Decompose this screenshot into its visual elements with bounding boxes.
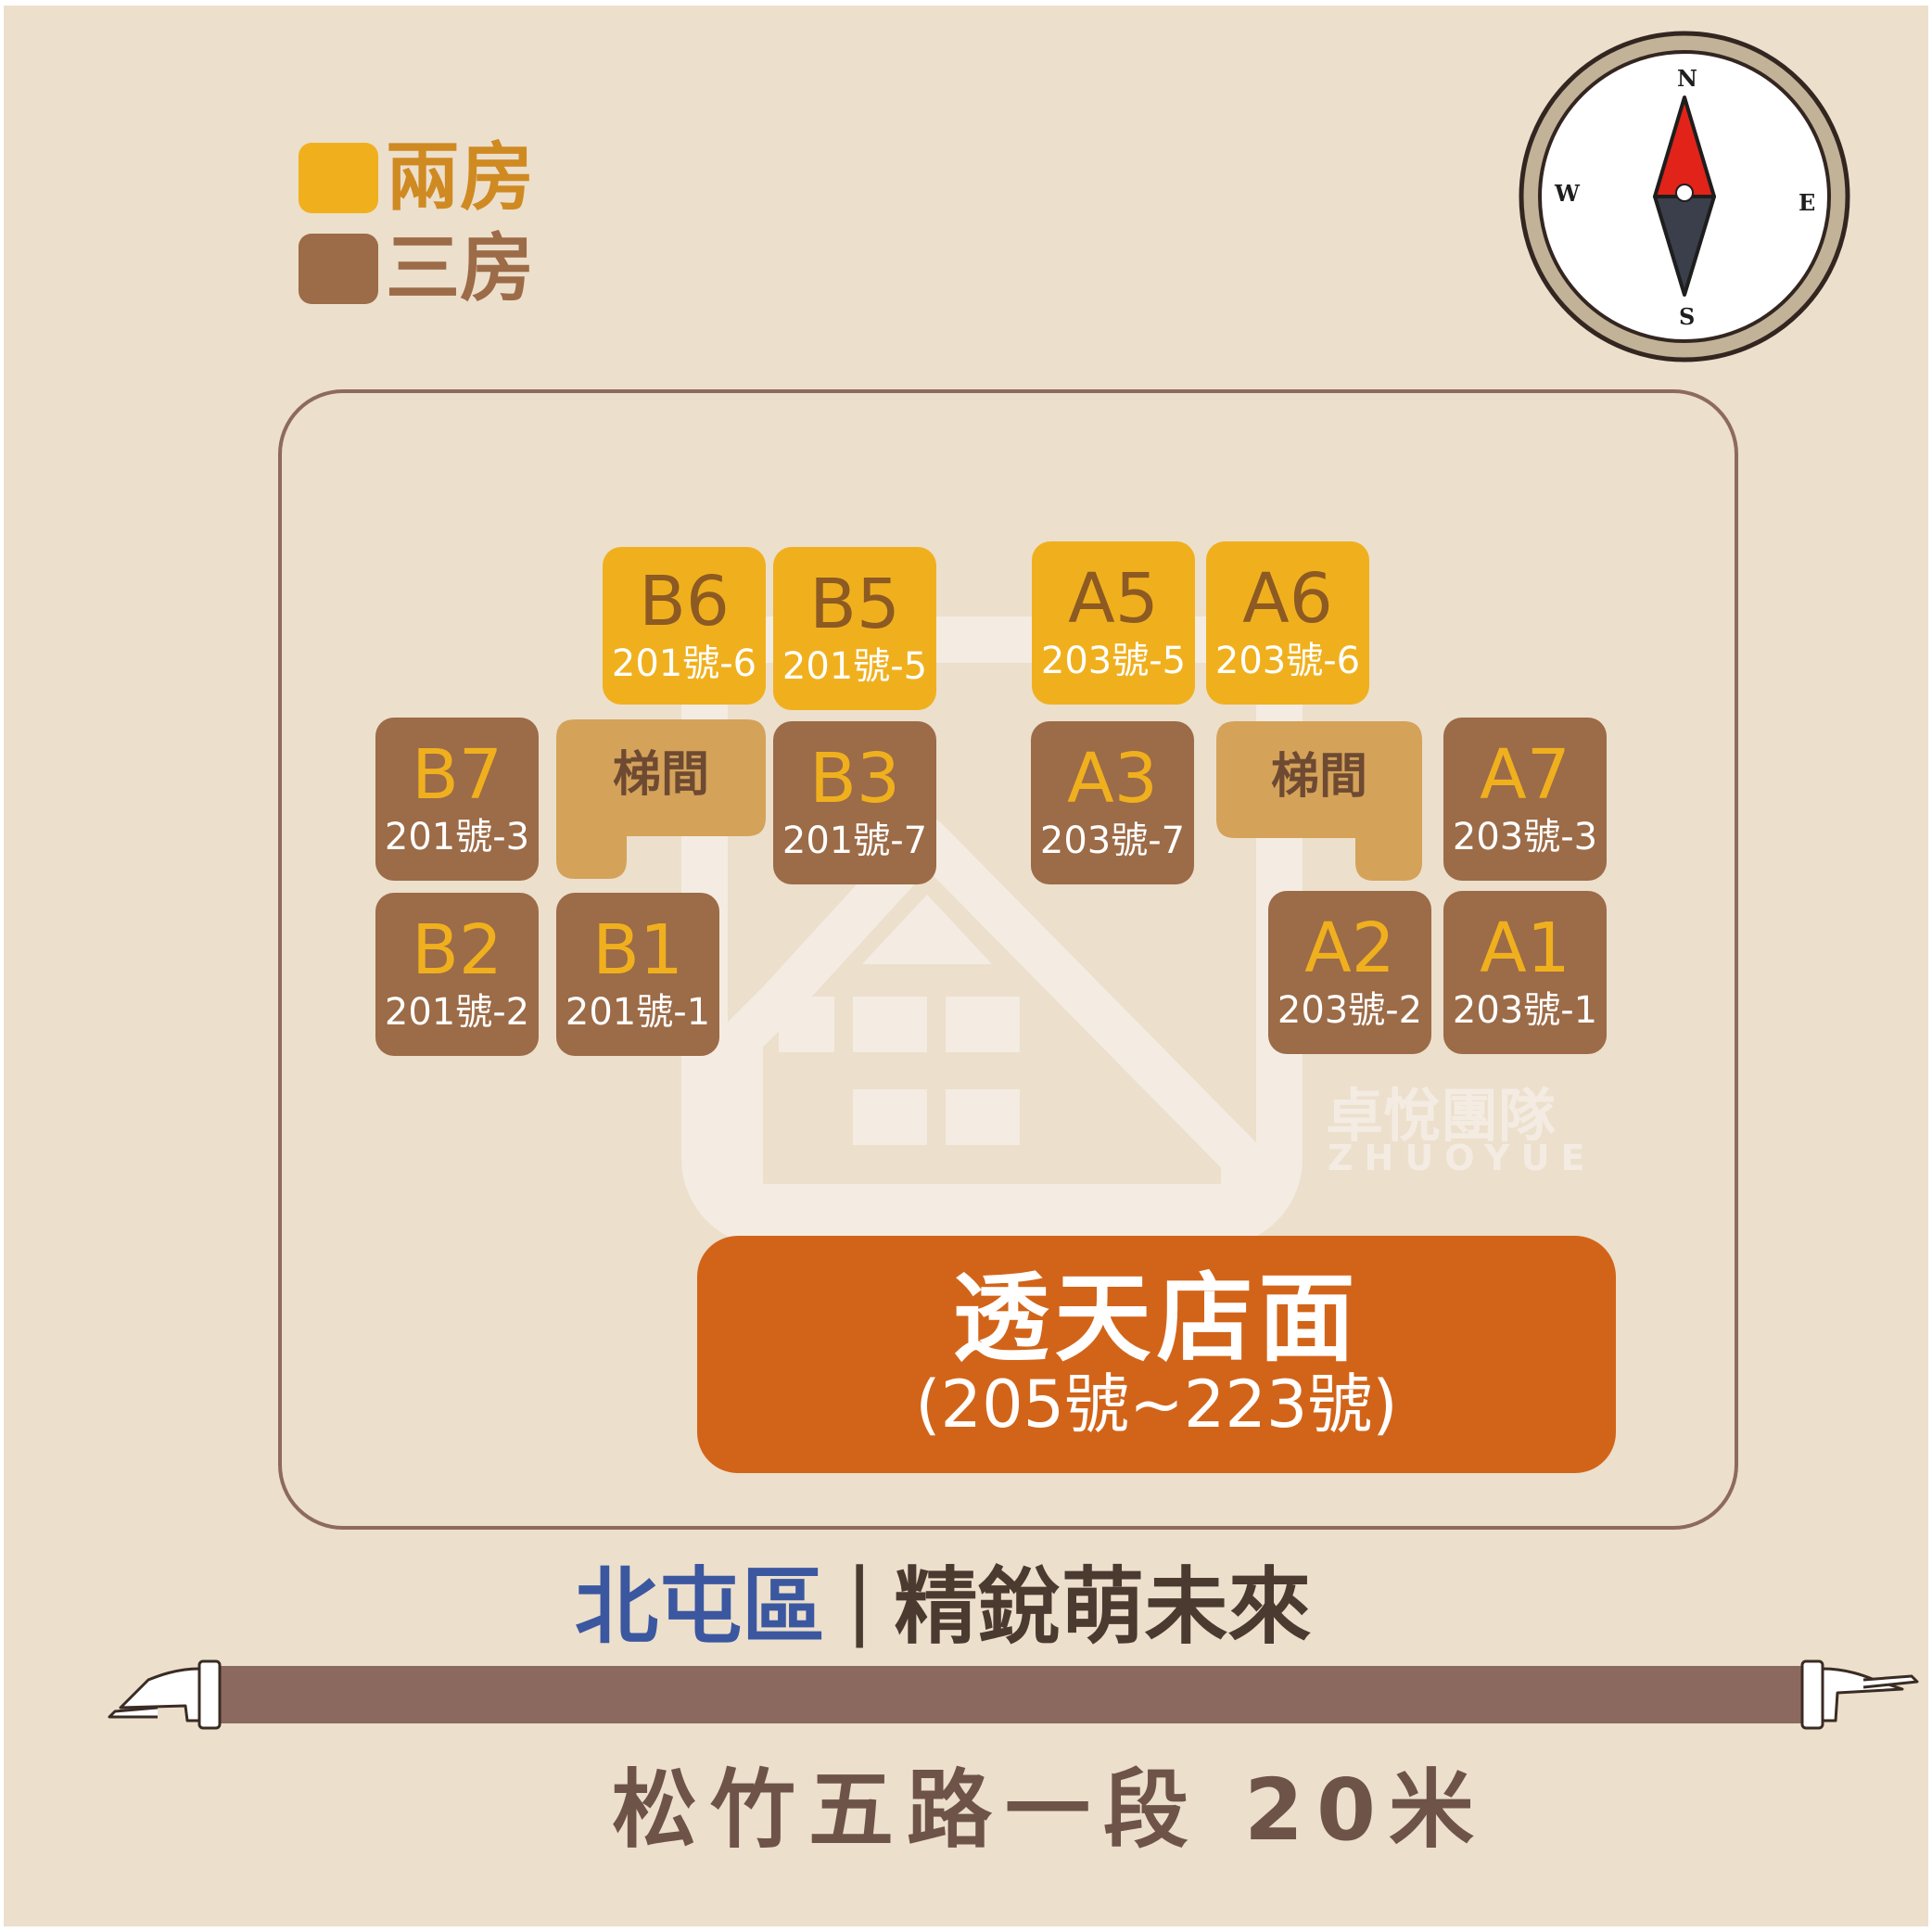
legend-label-three-room: 三房 (386, 225, 534, 311)
unit-a7[interactable]: A7 203號-3 (1443, 718, 1607, 881)
unit-a1[interactable]: A1 203號-1 (1443, 891, 1607, 1054)
storefront-block[interactable]: 透天店面 (205號~223號) (697, 1236, 1616, 1473)
legend-label-two-room: 兩房 (386, 134, 534, 221)
watermark-english: ZHUOYUE (1328, 1138, 1596, 1178)
unit-b7[interactable]: B7 201號-3 (375, 718, 539, 881)
project-separator: | (845, 1550, 874, 1648)
unit-code: A1 (1480, 909, 1570, 988)
compass-south-label: S (1679, 303, 1695, 330)
unit-b5[interactable]: B5 201號-5 (773, 547, 936, 710)
unit-number: 203號-1 (1452, 989, 1598, 1032)
unit-b3[interactable]: B3 201號-7 (773, 721, 936, 884)
storefront-range: (205號~223號) (915, 1366, 1398, 1443)
storefront-title: 透天店面 (952, 1261, 1361, 1375)
legend-three-room: 三房 (299, 232, 534, 306)
unit-code: B5 (809, 565, 900, 644)
unit-code: A7 (1480, 735, 1570, 815)
compass-north-label: N (1677, 65, 1697, 92)
legend-two-room: 兩房 (299, 141, 534, 215)
unit-a2[interactable]: A2 203號-2 (1268, 891, 1431, 1054)
unit-code: B1 (592, 910, 683, 990)
unit-number: 203號-2 (1277, 989, 1423, 1032)
unit-a5[interactable]: A5 203號-5 (1032, 541, 1195, 705)
unit-code: A2 (1304, 909, 1395, 988)
unit-code: A6 (1242, 559, 1333, 639)
unit-number: 203號-3 (1452, 816, 1598, 858)
unit-number: 203號-7 (1039, 820, 1186, 862)
stairwell-right-label: 梯間 (1270, 749, 1367, 805)
right-pointing-hand-icon (1800, 1659, 1919, 1730)
project-name: 精銳萌未來 (894, 1558, 1312, 1656)
unit-number: 201號-1 (565, 991, 711, 1034)
unit-number: 201號-5 (782, 645, 928, 688)
legend-swatch-two-room (299, 143, 378, 213)
site-boundary (278, 389, 1738, 1530)
road-bar (211, 1666, 1808, 1723)
road-name: 松竹五路一段 20米 (612, 1760, 1488, 1860)
watermark-chinese: 卓悅團隊 (1326, 1082, 1556, 1150)
compass-icon: N S E W (1519, 31, 1850, 362)
stairwell-left-label: 梯間 (612, 747, 709, 803)
unit-number: 201號-6 (611, 642, 757, 685)
unit-a3[interactable]: A3 203號-7 (1031, 721, 1194, 884)
unit-number: 203號-6 (1214, 640, 1361, 682)
unit-code: B6 (639, 562, 730, 642)
unit-number: 201號-2 (384, 991, 530, 1034)
unit-number: 201號-3 (384, 816, 530, 858)
unit-code: B7 (412, 735, 502, 815)
compass-west-label: W (1554, 180, 1581, 207)
left-pointing-hand-icon (108, 1659, 222, 1730)
unit-b2[interactable]: B2 201號-2 (375, 893, 539, 1056)
unit-number: 203號-5 (1040, 640, 1187, 682)
compass-east-label: E (1799, 189, 1815, 216)
district-name: 北屯區 (575, 1558, 825, 1656)
unit-b6[interactable]: B6 201號-6 (603, 547, 766, 705)
unit-code: A5 (1068, 559, 1159, 639)
unit-b1[interactable]: B1 201號-1 (556, 893, 719, 1056)
unit-code: B2 (412, 910, 502, 990)
stairwell-right (1216, 721, 1422, 881)
unit-a6[interactable]: A6 203號-6 (1206, 541, 1369, 705)
stairwell-left (556, 719, 766, 879)
project-title: 北屯區 | 精銳萌未來 (575, 1550, 1409, 1657)
legend-swatch-three-room (299, 234, 378, 304)
unit-number: 201號-7 (782, 820, 928, 862)
unit-code: A3 (1067, 739, 1158, 819)
unit-code: B3 (809, 739, 900, 819)
